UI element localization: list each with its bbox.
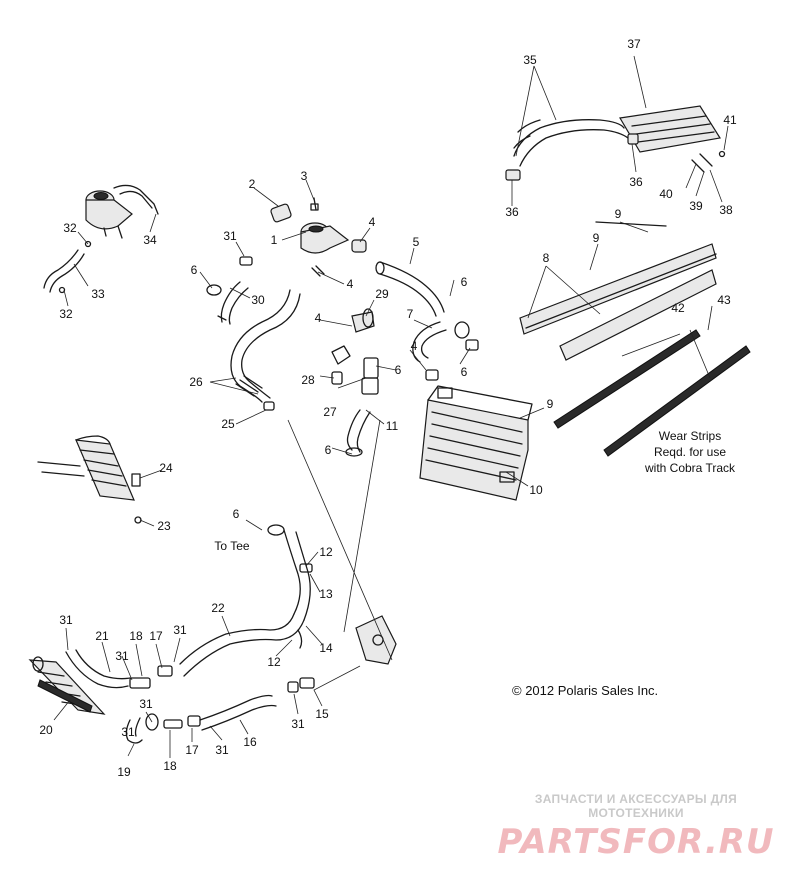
callout-30: 30 [251, 293, 265, 307]
callout-16: 16 [243, 735, 257, 749]
callout-2: 2 [249, 177, 256, 191]
lower-hoses [65, 524, 315, 744]
callout-28: 28 [301, 373, 315, 387]
callout-6: 6 [191, 263, 198, 277]
callout-24: 24 [159, 461, 173, 475]
side-cooler [37, 435, 142, 524]
callout-labels: 1 2 3 4 4 4 4 5 6 6 6 6 6 6 7 8 9 9 9 10… [39, 37, 737, 779]
callout-33: 33 [91, 287, 105, 301]
hose-26 [230, 289, 301, 411]
callout-12: 12 [319, 545, 333, 559]
callout-36: 36 [629, 175, 643, 189]
wear-strips [553, 329, 751, 457]
coolant-bottle-assembly [85, 184, 159, 239]
callout-39: 39 [689, 199, 703, 213]
callout-15: 15 [315, 707, 329, 721]
copyright-notice: © 2012 Polaris Sales Inc. [512, 683, 658, 698]
callout-42: 42 [671, 301, 685, 315]
wear-strips-note-line2: Reqd. for use [654, 445, 726, 459]
callout-26: 26 [189, 375, 203, 389]
callout-6: 6 [325, 443, 332, 457]
cooler-assembly [505, 105, 726, 181]
callout-35: 35 [523, 53, 537, 67]
callout-9: 9 [615, 207, 622, 221]
callout-27: 27 [323, 405, 337, 419]
callout-4: 4 [369, 215, 376, 229]
callout-8: 8 [543, 251, 550, 265]
callout-34: 34 [143, 233, 157, 247]
thermostat-housing-assembly [270, 197, 367, 277]
to-tee-note: To Tee [214, 539, 249, 553]
callout-9: 9 [593, 231, 600, 245]
callout-4: 4 [347, 277, 354, 291]
callout-37: 37 [627, 37, 641, 51]
watermark-logo: PARTSFOR.RU [497, 822, 775, 862]
wear-strips-note-line3: with Cobra Track [644, 461, 736, 475]
callout-7: 7 [407, 307, 414, 321]
callout-43: 43 [717, 293, 731, 307]
callout-31: 31 [59, 613, 73, 627]
hose-7 [412, 321, 479, 381]
callout-31: 31 [173, 623, 187, 637]
callout-10: 10 [529, 483, 543, 497]
callout-6: 6 [233, 507, 240, 521]
callout-20: 20 [39, 723, 53, 737]
rails [519, 221, 717, 361]
callout-3: 3 [301, 169, 308, 183]
heat-exchanger [419, 385, 533, 501]
callout-18: 18 [129, 629, 143, 643]
hose-30 [206, 256, 253, 325]
callout-31: 31 [115, 649, 129, 663]
callout-32: 32 [59, 307, 73, 321]
callout-11: 11 [386, 419, 399, 433]
bottom-cooler [28, 656, 106, 715]
callout-4: 4 [411, 339, 418, 353]
callout-31: 31 [139, 697, 153, 711]
callout-14: 14 [319, 641, 333, 655]
callout-19: 19 [117, 765, 131, 779]
watermark: ЗАПЧАСТИ И АКСЕССУАРЫ ДЛЯ МОТОТЕХНИКИ PA… [486, 792, 786, 862]
callout-5: 5 [413, 235, 420, 249]
callout-40: 40 [659, 187, 673, 201]
callout-6: 6 [461, 365, 468, 379]
callout-31: 31 [223, 229, 237, 243]
callout-18: 18 [163, 759, 177, 773]
callout-32: 32 [63, 221, 77, 235]
tee-fittings [331, 308, 379, 457]
watermark-tagline: ЗАПЧАСТИ И АКСЕССУАРЫ ДЛЯ МОТОТЕХНИКИ [534, 792, 738, 820]
vent-hose [43, 240, 92, 294]
wear-strips-note-line1: Wear Strips [659, 429, 721, 443]
callout-23: 23 [157, 519, 171, 533]
callout-29: 29 [375, 287, 389, 301]
callout-12: 12 [267, 655, 281, 669]
callout-41: 41 [723, 113, 737, 127]
callout-1: 1 [271, 233, 278, 247]
callout-17: 17 [185, 743, 199, 757]
callout-13: 13 [319, 587, 333, 601]
callout-4: 4 [315, 311, 322, 325]
callout-21: 21 [95, 629, 109, 643]
callout-31: 31 [291, 717, 305, 731]
callout-22: 22 [211, 601, 225, 615]
callout-25: 25 [221, 417, 235, 431]
callout-31: 31 [121, 725, 135, 739]
callout-9: 9 [547, 397, 554, 411]
callout-31: 31 [215, 743, 229, 757]
leader-lines [53, 55, 729, 758]
hose-5 [375, 261, 445, 317]
callout-17: 17 [149, 629, 163, 643]
callout-36: 36 [505, 205, 519, 219]
callout-38: 38 [719, 203, 733, 217]
callout-6: 6 [395, 363, 402, 377]
callout-6: 6 [461, 275, 468, 289]
